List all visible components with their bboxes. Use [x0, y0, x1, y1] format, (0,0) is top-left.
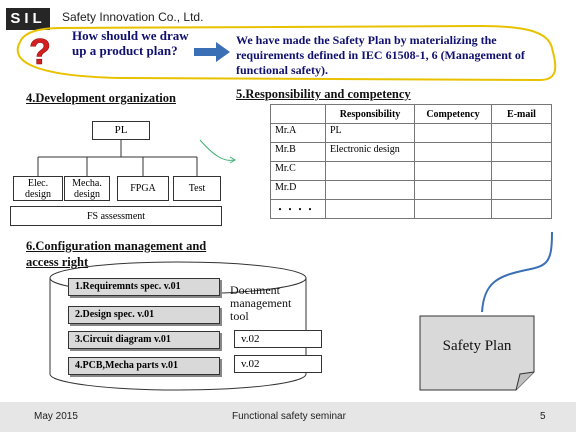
- table-cell: [491, 199, 552, 219]
- table-row: Mr.A PL: [270, 123, 552, 143]
- table-cell: Mr.D: [270, 180, 326, 200]
- table-header-row: Responsibility Competency E-mail: [270, 104, 552, 124]
- org-node-pl: PL: [92, 121, 150, 140]
- table-cell: [491, 123, 552, 143]
- table-cell: ・・・・: [270, 199, 326, 219]
- table-cell: [491, 142, 552, 162]
- table-row: ・・・・: [270, 199, 552, 219]
- table-cell: Mr.B: [270, 142, 326, 162]
- org-node-elec: Elec. design: [13, 176, 63, 201]
- logo: SIL: [6, 8, 50, 30]
- table-cell: [325, 180, 415, 200]
- org-node-test: Test: [173, 176, 221, 201]
- table-cell: Mr.A: [270, 123, 326, 143]
- answer-text: We have made the Safety Plan by material…: [236, 33, 525, 77]
- org-node-fpga: FPGA: [117, 176, 169, 201]
- footer-page-number: 5: [540, 411, 546, 422]
- org-node-fs-assessment: FS assessment: [10, 206, 222, 226]
- footer-title: Functional safety seminar: [232, 411, 346, 422]
- table-cell: [414, 142, 492, 162]
- svg-text:?: ?: [29, 34, 51, 70]
- table-cell: [414, 199, 492, 219]
- doc-tool-label: Document management tool: [230, 283, 292, 323]
- table-cell: [325, 161, 415, 181]
- connector-curve: [481, 231, 553, 313]
- table-header-cell: [270, 104, 326, 124]
- doc-design-spec: 2.Design spec. v.01: [68, 306, 220, 324]
- green-arrow-icon: [199, 139, 235, 161]
- table-header-cell: Competency: [414, 104, 492, 124]
- responsibility-table: Responsibility Competency E-mail Mr.A PL…: [270, 104, 552, 219]
- doc-pcb-mecha-parts: 4.PCB,Mecha parts v.01: [68, 357, 220, 375]
- table-header-cell: E-mail: [491, 104, 552, 124]
- doc-requirements-spec: 1.Requiremnts spec. v.01: [68, 278, 220, 296]
- dev-org-title: 4.Development organization: [26, 91, 176, 105]
- callout-outline: [16, 24, 557, 82]
- company-name: Safety Innovation Co., Ltd.: [62, 10, 204, 24]
- doc-circuit-diagram: 3.Circuit diagram v.01: [68, 331, 220, 349]
- table-cell: Electronic design: [325, 142, 415, 162]
- version-pcb-mecha: v.02: [234, 355, 322, 373]
- right-arrow-icon: [194, 42, 230, 62]
- table-row: Mr.D: [270, 180, 552, 200]
- table-row: Mr.C: [270, 161, 552, 181]
- question-mark-icon: ?: [29, 34, 52, 70]
- table-cell: [414, 123, 492, 143]
- table-cell: Mr.C: [270, 161, 326, 181]
- table-cell: [325, 199, 415, 219]
- footer-date: May 2015: [34, 411, 78, 422]
- table-cell: [491, 161, 552, 181]
- responsibility-title: 5.Responsibility and competency: [236, 87, 411, 101]
- table-header-cell: Responsibility: [325, 104, 415, 124]
- config-title: 6.Configuration management and access ri…: [26, 239, 207, 269]
- version-circuit-diagram: v.02: [234, 330, 322, 348]
- table-cell: [414, 180, 492, 200]
- org-chart-lines: [37, 140, 198, 176]
- org-node-mecha: Mecha. design: [64, 176, 110, 201]
- table-cell: [491, 180, 552, 200]
- table-cell: [414, 161, 492, 181]
- table-cell: PL: [325, 123, 415, 143]
- table-row: Mr.B Electronic design: [270, 142, 552, 162]
- question-text: How should we draw up a product plan?: [72, 28, 189, 58]
- safety-plan-label: Safety Plan: [442, 338, 512, 354]
- footer: May 2015 Functional safety seminar 5: [0, 402, 576, 432]
